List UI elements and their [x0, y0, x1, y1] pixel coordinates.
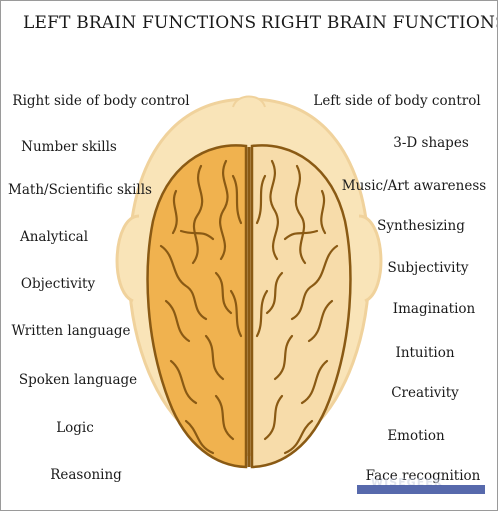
right-brain-title: RIGHT BRAIN FUNCTIONS	[261, 13, 498, 33]
left-function-label: Written language	[11, 323, 131, 339]
left-function-label: Spoken language	[18, 372, 138, 388]
left-function-label: Right side of body control	[12, 93, 190, 109]
left-function-label: Number skills	[21, 139, 117, 155]
right-function-label: Face recognition	[365, 468, 481, 484]
left-gyri	[159, 159, 243, 455]
right-function-label: Imagination	[392, 301, 476, 317]
left-brain-title: LEFT BRAIN FUNCTIONS	[23, 13, 257, 33]
right-function-label: 3-D shapes	[393, 135, 469, 151]
right-function-label: Synthesizing	[377, 218, 465, 234]
left-function-label: Math/Scientific skills	[8, 182, 152, 198]
right-gyri	[255, 159, 339, 455]
right-function-label: Left side of body control	[313, 93, 481, 109]
right-function-label: Music/Art awareness	[341, 178, 487, 194]
right-function-label: Intuition	[395, 345, 455, 361]
nose	[232, 95, 266, 108]
right-ear	[358, 214, 383, 303]
right-function-label: Subjectivity	[387, 260, 469, 276]
left-function-label: Logic	[56, 420, 94, 436]
watermark-bar	[357, 485, 485, 494]
left-function-label: Analytical	[19, 229, 89, 245]
right-function-label: Emotion	[387, 428, 445, 444]
right-function-label: Creativity	[391, 385, 459, 401]
left-function-label: Objectivity	[20, 276, 96, 292]
left-function-label: Reasoning	[50, 467, 122, 483]
left-ear	[115, 214, 140, 303]
